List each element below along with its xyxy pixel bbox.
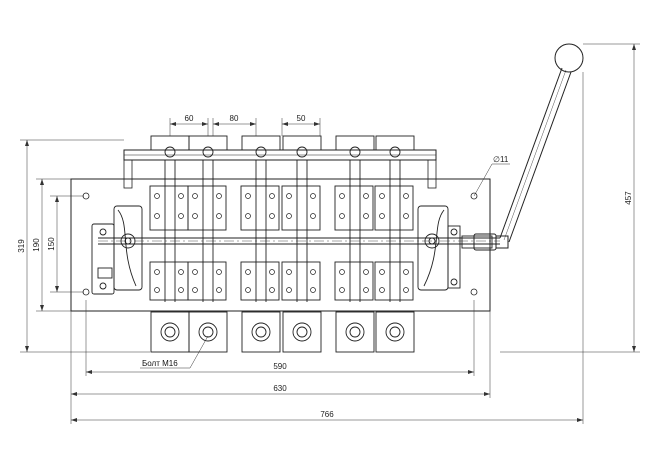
operating-handle xyxy=(473,43,584,251)
contact-bolts xyxy=(154,193,409,293)
poles xyxy=(149,135,415,353)
dim-319: 319 xyxy=(17,239,26,253)
dim-60: 60 xyxy=(185,114,194,123)
bolt-callout: Болт М16 xyxy=(142,359,178,368)
dim-80: 80 xyxy=(230,114,239,123)
dim-457: 457 xyxy=(624,191,633,205)
right-drive-mechanism xyxy=(417,205,493,291)
left-drive-mechanism xyxy=(91,205,143,295)
handle-knob xyxy=(554,43,584,73)
dimension-lines xyxy=(20,43,640,424)
dim-50: 50 xyxy=(297,114,306,123)
base-plate xyxy=(70,178,491,312)
pole-5 xyxy=(334,135,375,353)
pole-6 xyxy=(374,135,415,353)
pole-2 xyxy=(187,135,228,353)
dimension-arrows xyxy=(25,44,636,422)
dim-630: 630 xyxy=(273,384,287,393)
top-crossbar xyxy=(123,149,437,189)
dim-590: 590 xyxy=(273,362,287,371)
mounting-holes xyxy=(82,192,478,296)
dim-150: 150 xyxy=(47,237,56,251)
drive-shaft xyxy=(98,237,500,245)
dim-190: 190 xyxy=(32,238,41,252)
pole-3 xyxy=(240,135,281,353)
pole-4 xyxy=(281,135,322,353)
dim-766: 766 xyxy=(320,410,334,419)
dim-hole-11: ∅11 xyxy=(493,155,509,164)
